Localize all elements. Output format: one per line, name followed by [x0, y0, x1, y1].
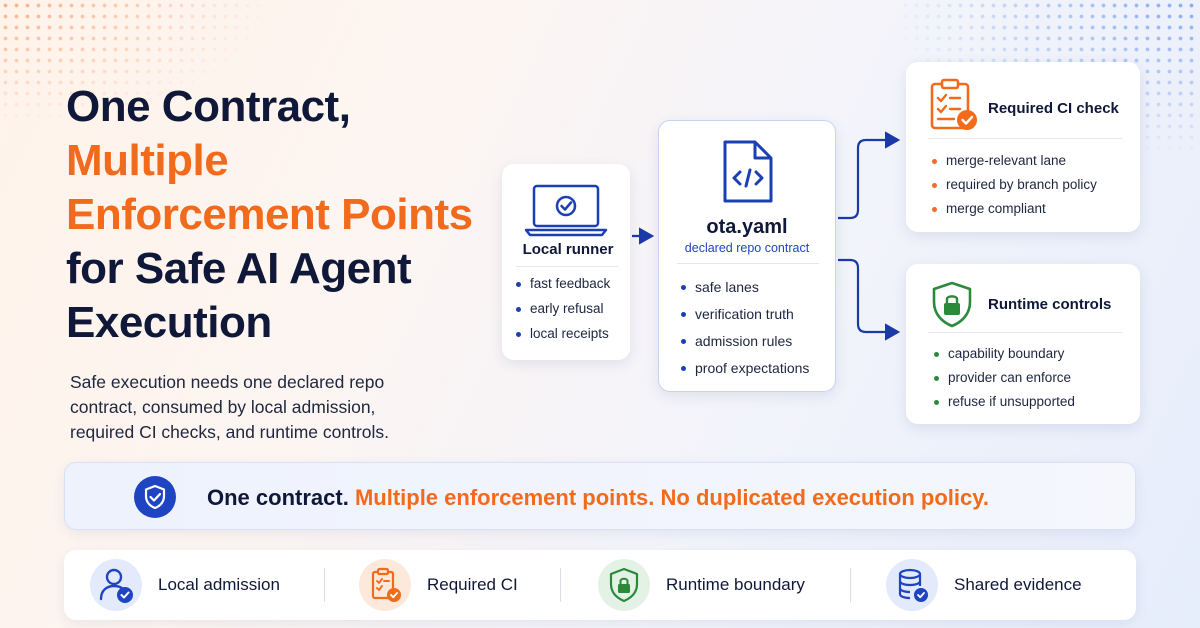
subtext: Safe execution needs one declared repo c… [70, 372, 390, 442]
divider [560, 568, 561, 602]
bottom-item-label: Runtime boundary [666, 575, 805, 594]
divider [850, 568, 851, 602]
headline-line-2: Multiple [66, 136, 229, 185]
local-runner-list: fast feedback early refusal local receip… [516, 276, 610, 351]
list-item: early refusal [516, 301, 610, 316]
contract-card: ota.yaml declared repo contract safe lan… [658, 120, 836, 392]
bottom-item-label: Shared evidence [954, 575, 1082, 594]
list-item: provider can enforce [934, 370, 1075, 385]
ci-check-title: Required CI check [988, 100, 1119, 117]
bottom-item-runtime-boundary: Runtime boundary [598, 559, 805, 611]
local-runner-card: Local runner fast feedback early refusal… [502, 164, 630, 360]
arrow-contract-to-runtime [838, 258, 901, 341]
headline: One Contract, Multiple Enforcement Point… [66, 80, 496, 350]
runtime-controls-title: Runtime controls [988, 296, 1112, 313]
list-item: safe lanes [681, 279, 809, 295]
ci-check-card: Required CI check merge-relevant lane re… [906, 62, 1140, 232]
banner-part-2: Multiple enforcement points. [354, 485, 655, 510]
contract-subtitle: declared repo contract [684, 241, 810, 255]
database-check-icon [886, 559, 938, 611]
local-runner-title: Local runner [522, 241, 614, 258]
clipboard-check-icon [359, 559, 411, 611]
bottom-summary-bar: Local admission Required CI Runtim [64, 550, 1136, 620]
contract-list: safe lanes verification truth admission … [681, 279, 809, 387]
list-item: required by branch policy [932, 177, 1097, 192]
headline-line-5: Execution [66, 298, 272, 347]
bottom-item-label: Local admission [158, 575, 280, 594]
divider [677, 263, 819, 264]
banner-part-3: No duplicated execution policy. [660, 485, 989, 510]
bottom-item-required-ci: Required CI [359, 559, 518, 611]
code-file-icon [719, 139, 777, 210]
list-item: admission rules [681, 333, 809, 349]
bottom-item-local-admission: Local admission [90, 559, 280, 611]
arrow-contract-to-ci [838, 131, 901, 220]
decorative-dots-orange [0, 0, 260, 120]
shield-check-icon [129, 475, 183, 524]
list-item: proof expectations [681, 360, 809, 376]
divider [928, 332, 1122, 333]
runtime-controls-list: capability boundary provider can enforce… [934, 346, 1075, 418]
shield-lock-icon [598, 559, 650, 611]
user-check-icon [90, 559, 142, 611]
bottom-item-shared-evidence: Shared evidence [886, 559, 1082, 611]
divider [324, 568, 325, 602]
summary-banner: One contract. Multiple enforcement point… [64, 462, 1136, 530]
bottom-item-label: Required CI [427, 575, 518, 594]
shield-lock-icon [930, 280, 974, 333]
list-item: merge compliant [932, 201, 1097, 216]
runtime-controls-card: Runtime controls capability boundary pro… [906, 264, 1140, 424]
clipboard-check-icon [928, 78, 980, 137]
list-item: refuse if unsupported [934, 394, 1075, 409]
divider [928, 138, 1122, 139]
list-item: merge-relevant lane [932, 153, 1097, 168]
list-item: local receipts [516, 326, 610, 341]
ci-check-list: merge-relevant lane required by branch p… [932, 153, 1097, 225]
list-item: fast feedback [516, 276, 610, 291]
list-item: verification truth [681, 306, 809, 322]
list-item: capability boundary [934, 346, 1075, 361]
headline-line-1: One Contract, [66, 82, 351, 131]
laptop-check-icon [524, 182, 608, 243]
headline-line-3: Enforcement Points [66, 190, 473, 239]
contract-title: ota.yaml [706, 216, 788, 238]
headline-line-4: for Safe AI Agent [66, 244, 412, 293]
banner-text: One contract. Multiple enforcement point… [207, 485, 989, 511]
divider [516, 266, 618, 267]
banner-part-1: One contract. [207, 485, 349, 510]
